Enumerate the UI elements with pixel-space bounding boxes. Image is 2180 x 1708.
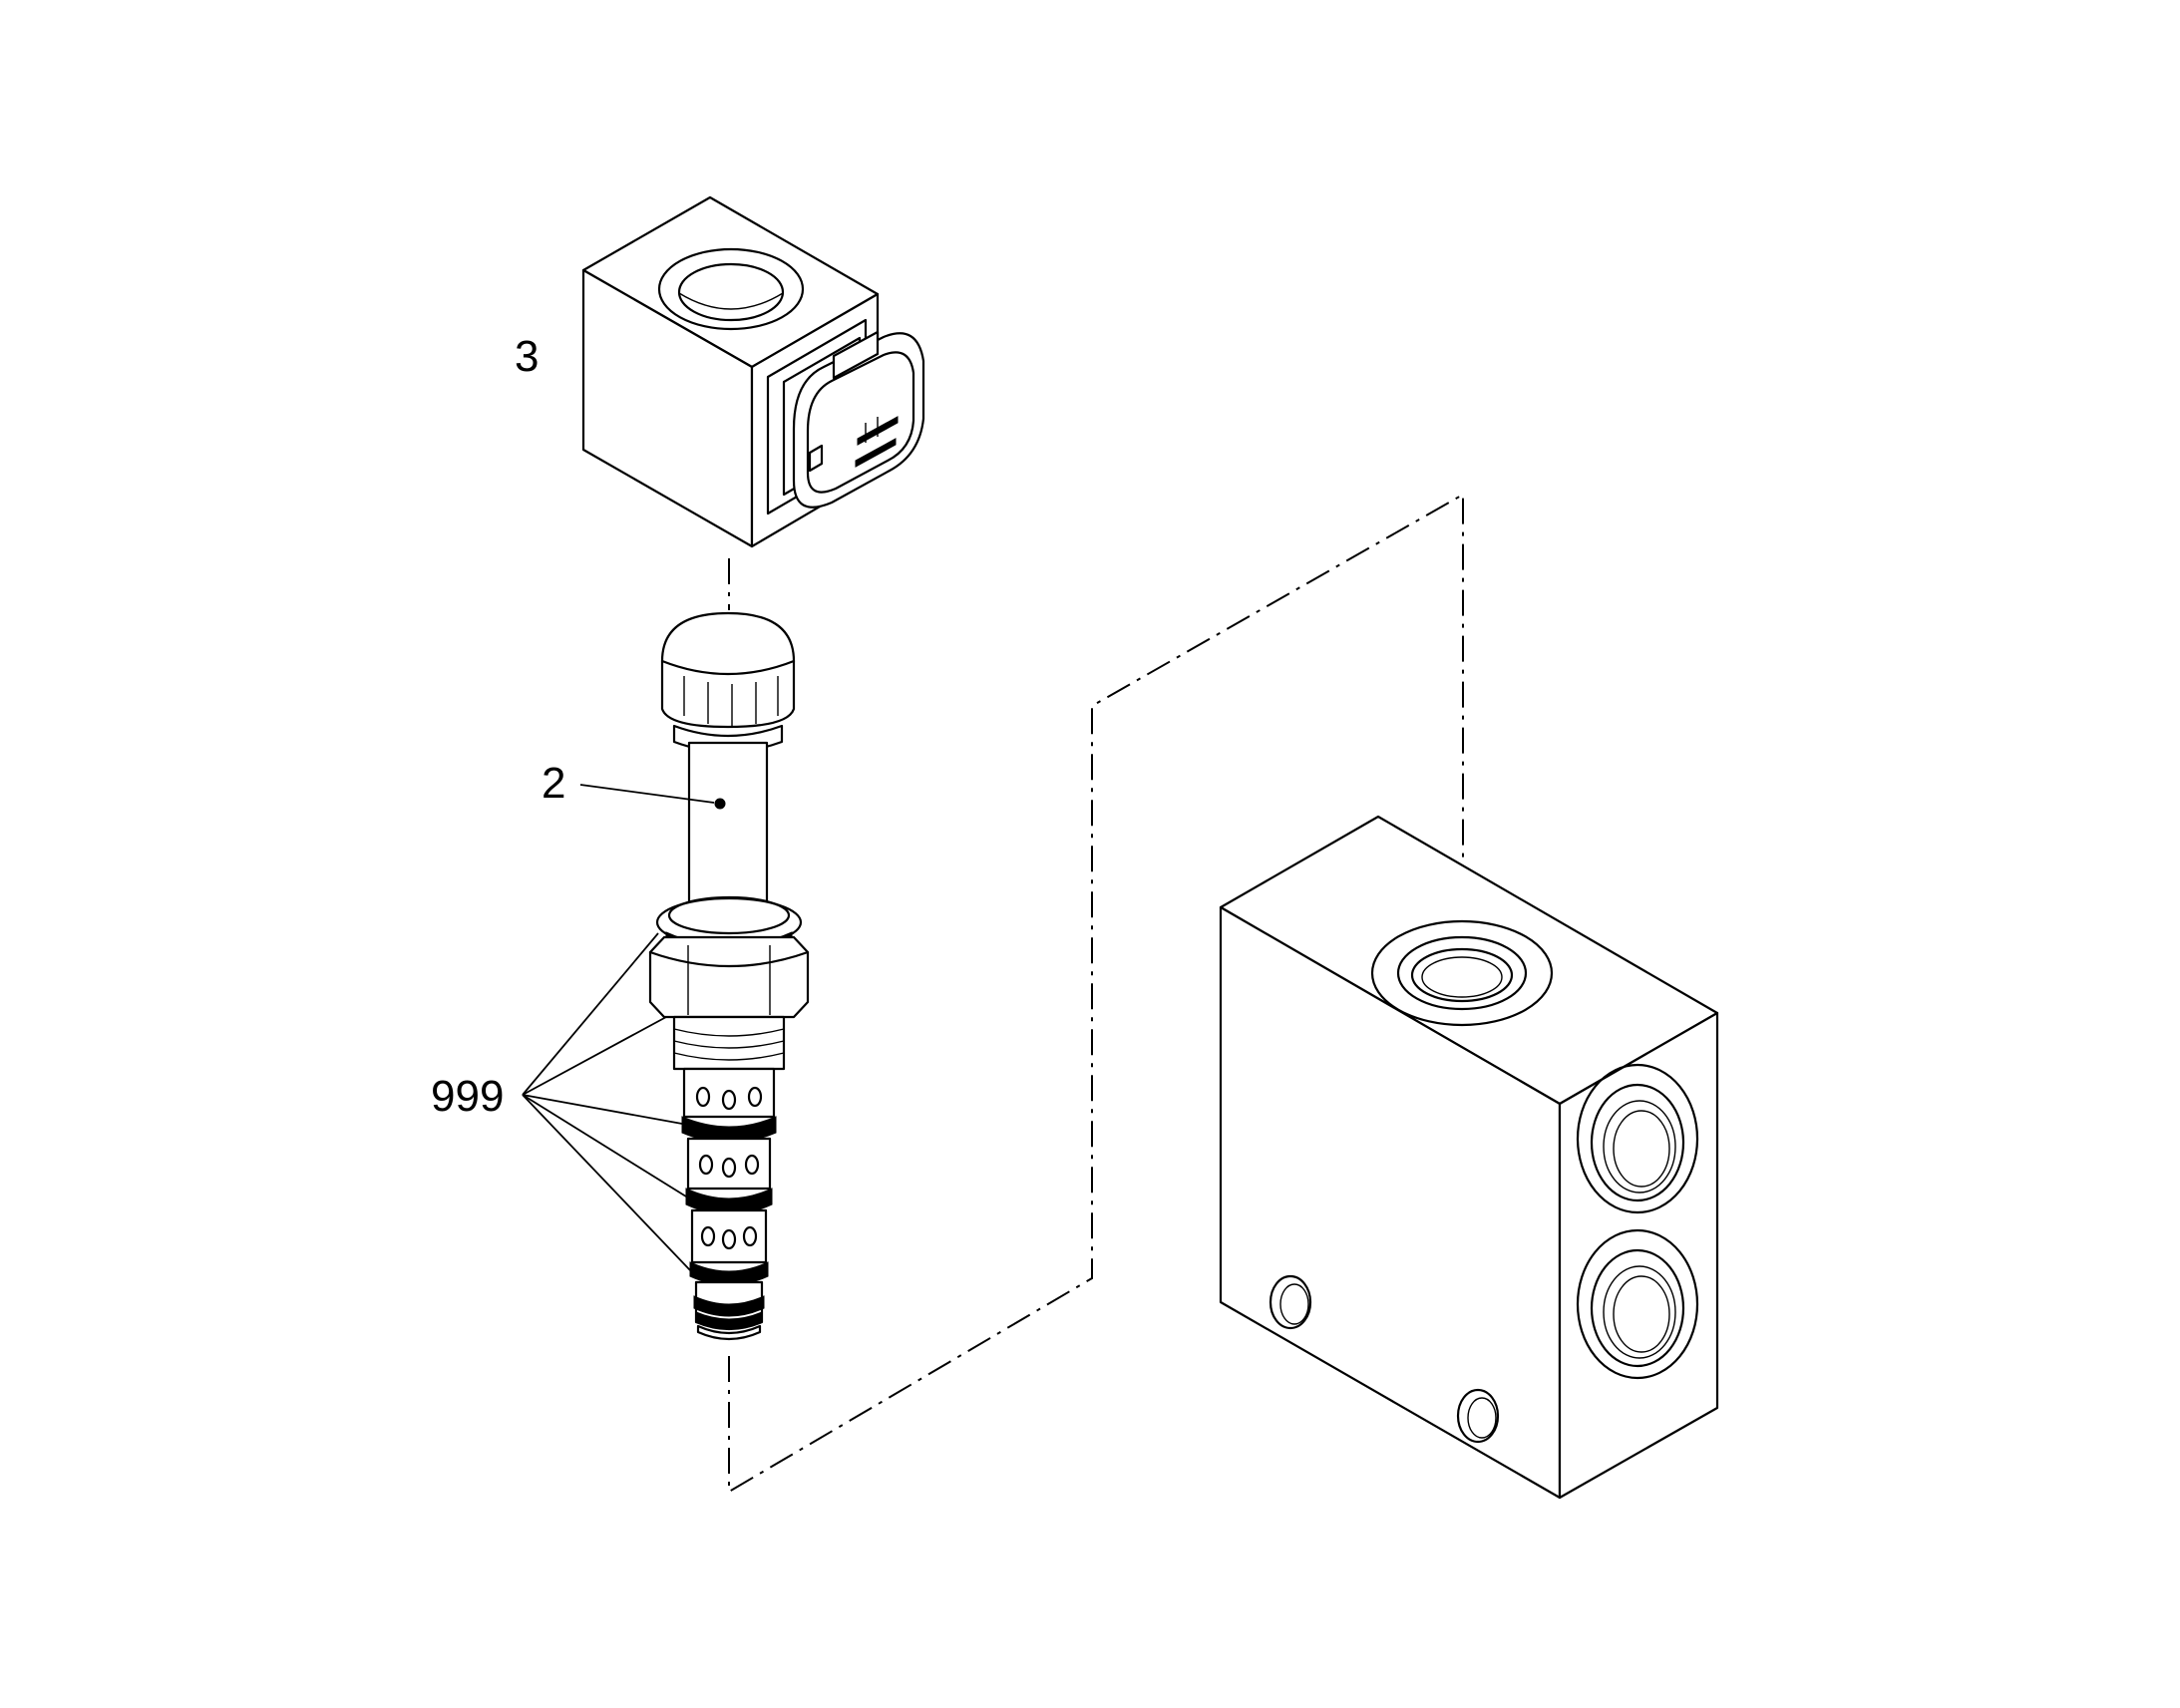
leader-part-999	[522, 932, 691, 1271]
callout-label-2: 2	[542, 759, 565, 808]
callout-leaders	[522, 784, 715, 1271]
solenoid-coil	[581, 195, 925, 548]
leader-part-2	[579, 784, 715, 804]
assembly-center-lines	[728, 493, 1464, 1494]
cartridge-valve	[648, 611, 810, 1341]
callout-label-999: 999	[431, 1072, 504, 1121]
valve-block-housing	[1219, 815, 1719, 1500]
callout-label-3: 3	[515, 332, 539, 381]
